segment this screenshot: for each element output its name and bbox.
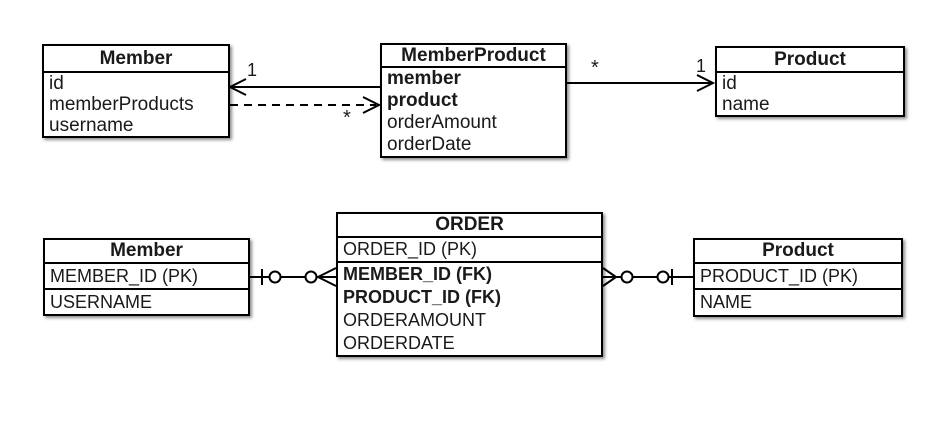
uml-field: id [722,73,737,94]
association-arrow-to-member [227,78,380,96]
uml-field: id [49,73,64,94]
erd-column: ORDERDATE [343,333,455,353]
uml-field: memberProducts [49,94,194,115]
erd-column: USERNAME [50,292,153,312]
erd-table-order: ORDER ORDER_ID (PK) MEMBER_ID (FK) PRODU… [336,212,603,357]
uml-field: orderDate [387,134,472,155]
uml-class-memberproduct: MemberProduct member product orderAmount… [380,43,567,158]
dependency-dashed-arrow-to-memberproduct [230,96,382,114]
erd-table-product: Product PRODUCT_ID (PK) NAME [693,238,903,317]
erd-column: ORDER_ID (PK) [338,238,601,263]
multiplicity-memberproduct-left-end: * [343,107,351,129]
erd-column: NAME [700,292,753,312]
erd-table-product-title: Product [695,240,901,264]
association-arrow-to-product [567,74,716,92]
uml-class-memberproduct-title: MemberProduct [382,45,565,68]
uml-field: orderAmount [387,112,497,133]
multiplicity-member-end: 1 [247,60,258,80]
erd-column: ORDERAMOUNT [343,310,486,330]
multiplicity-memberproduct-right-end: * [591,57,599,79]
erd-column: PRODUCT_ID (PK) [695,264,901,290]
relationship-member-order [250,267,337,287]
uml-class-member: Member id memberProducts username [42,44,230,138]
uml-class-member-title: Member [44,46,228,73]
uml-field: product [387,90,458,111]
multiplicity-product-end: 1 [696,56,707,76]
erd-column: MEMBER_ID (FK) [343,264,492,284]
uml-field: name [722,94,770,115]
erd-column: MEMBER_ID (PK) [45,264,248,290]
erd-table-order-title: ORDER [338,214,601,238]
uml-class-product-title: Product [717,48,903,73]
uml-field: username [49,115,134,136]
uml-field: member [387,68,461,89]
erd-table-member-title: Member [45,240,248,264]
relationship-order-product [602,267,693,287]
erd-column: PRODUCT_ID (FK) [343,287,501,307]
uml-class-product: Product id name [715,46,905,117]
erd-table-member: Member MEMBER_ID (PK) USERNAME [43,238,250,316]
